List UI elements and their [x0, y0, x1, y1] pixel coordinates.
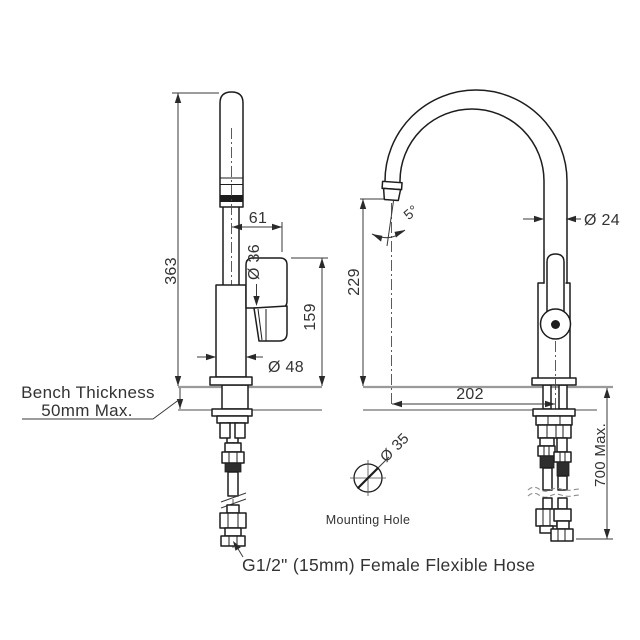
dim-700-text: 700 Max. [592, 423, 609, 487]
front-flexible-hoses [527, 437, 582, 542]
front-body [537, 282, 571, 379]
front-mounting-hardware [532, 408, 576, 439]
front-spout-inner [399, 108, 545, 284]
front-view-faucet [371, 89, 582, 542]
front-outlet-aerator [381, 180, 403, 202]
dim-48-text: Ø 48 [268, 359, 304, 376]
side-neck [222, 202, 240, 289]
side-view-faucet [209, 91, 288, 548]
side-handle-band [220, 195, 243, 202]
front-handle [546, 253, 565, 313]
dim-36-text: Ø 36 [246, 244, 263, 280]
dim-35-text: Ø 35 [377, 430, 413, 466]
side-flexible-hose [219, 442, 247, 548]
side-mounting-hardware [211, 408, 253, 444]
dim-5deg-text: 5° [400, 202, 421, 223]
dimension-annotations: 363 Bench Thickness 50mm Max. 61 Ø 36 15… [21, 92, 620, 540]
mounting-hole-detail: Ø 35 Mounting Hole [326, 430, 413, 527]
dim-229-text: 229 [346, 268, 363, 296]
bench-thickness-label-line1: Bench Thickness [21, 383, 155, 402]
side-base-plate [209, 376, 253, 386]
hose-callout: G1/2" (15mm) Female Flexible Hose [233, 541, 535, 575]
bench-thickness-label-line2: 50mm Max. [41, 401, 133, 420]
side-spout-outlet [253, 305, 288, 342]
front-shank-right [558, 384, 568, 410]
dim-159-text: 159 [302, 303, 319, 331]
mounting-hole-label: Mounting Hole [326, 513, 411, 527]
side-body [215, 284, 247, 378]
hose-label: G1/2" (15mm) Female Flexible Hose [242, 555, 535, 575]
dim-24-text: Ø 24 [584, 212, 620, 229]
dim-61-text: 61 [249, 210, 267, 227]
dim-363-text: 363 [163, 257, 180, 285]
dim-202-text: 202 [456, 386, 484, 403]
side-shank [221, 384, 249, 410]
front-base-plate [531, 377, 577, 386]
front-pivot-dot [551, 320, 560, 329]
front-spout-outer [384, 89, 568, 284]
